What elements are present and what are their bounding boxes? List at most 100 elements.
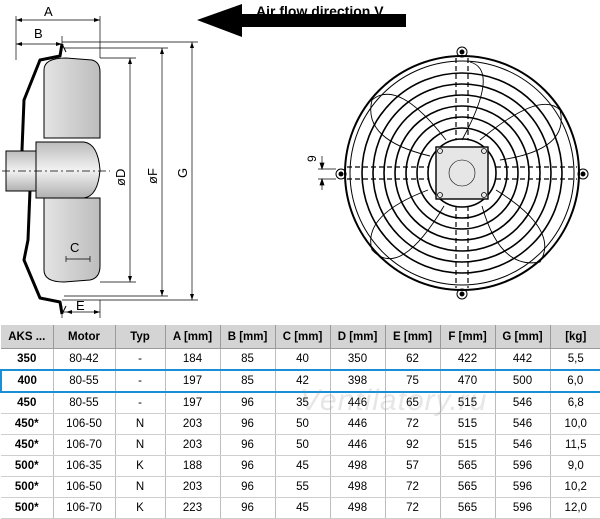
fan-front-view: [335, 46, 589, 300]
table-cell: 80-55: [53, 369, 116, 393]
table-cell: 223: [165, 497, 221, 519]
column-header: Typ: [115, 325, 166, 349]
table-cell: 5,5: [550, 348, 600, 371]
table-cell: 12,0: [550, 497, 600, 519]
column-header: [kg]: [550, 325, 600, 349]
table-cell: 57: [385, 455, 441, 477]
column-header: C [mm]: [275, 325, 331, 349]
model-cell: 500*: [1, 476, 54, 498]
table-cell: 11,5: [550, 434, 600, 456]
column-header: G [mm]: [495, 325, 551, 349]
table-cell: 596: [495, 497, 551, 519]
model-cell: 400: [0, 369, 54, 393]
table-cell: 45: [275, 497, 331, 519]
table-cell: 106-70: [53, 497, 116, 519]
table-cell: 446: [330, 413, 386, 435]
table-cell: 92: [385, 434, 441, 456]
table-cell: 422: [440, 348, 496, 371]
table-cell: 203: [165, 476, 221, 498]
column-header: Motor: [53, 325, 116, 349]
table-cell: 72: [385, 476, 441, 498]
fan-side-view: [2, 43, 110, 315]
table-cell: 96: [220, 392, 276, 414]
dim-g-label: G: [175, 168, 190, 178]
table-cell: 203: [165, 434, 221, 456]
table-cell: N: [115, 434, 166, 456]
dim-f-label: øF: [145, 168, 160, 184]
table-cell: 515: [440, 413, 496, 435]
model-cell: 500*: [1, 497, 54, 519]
table-cell: 40: [275, 348, 331, 371]
table-cell: 197: [165, 392, 221, 414]
table-cell: 96: [220, 476, 276, 498]
table-cell: 398: [330, 369, 386, 393]
guard-rings: [361, 72, 563, 274]
table-cell: 446: [330, 392, 386, 414]
table-cell: 96: [220, 434, 276, 456]
table-cell: 546: [495, 413, 551, 435]
column-header: F [mm]: [440, 325, 496, 349]
table-cell: 80-55: [53, 392, 116, 414]
column-header: E [mm]: [385, 325, 441, 349]
model-cell: 500*: [1, 455, 54, 477]
guard-spokes: [347, 58, 577, 288]
table-cell: 80-42: [53, 348, 116, 371]
dim-9-label: 9: [305, 155, 319, 162]
table-cell: -: [115, 369, 166, 393]
table-cell: 470: [440, 369, 496, 393]
table-cell: 10,0: [550, 413, 600, 435]
hole-dimension: [318, 156, 336, 190]
table-cell: 55: [275, 476, 331, 498]
table-cell: 188: [165, 455, 221, 477]
model-cell: 450*: [1, 413, 54, 435]
table-cell: K: [115, 455, 166, 477]
table-cell: 6,0: [550, 369, 600, 393]
table-cell: 203: [165, 413, 221, 435]
table-cell: 350: [330, 348, 386, 371]
table-cell: 85: [220, 369, 276, 393]
air-flow-arrow: [197, 4, 406, 37]
table-cell: N: [115, 476, 166, 498]
table-cell: 500: [495, 369, 551, 393]
fan-technical-drawing: Air flow direction V: [2, 3, 589, 318]
table-cell: 62: [385, 348, 441, 371]
table-cell: 106-70: [53, 434, 116, 456]
dimension-arrowheads: [16, 18, 194, 314]
table-cell: 596: [495, 455, 551, 477]
table-cell: N: [115, 413, 166, 435]
table-cell: 498: [330, 455, 386, 477]
air-flow-label: Air flow direction V: [256, 3, 384, 19]
blade-outlines: [370, 61, 562, 264]
table-cell: 197: [165, 369, 221, 393]
table-cell: 184: [165, 348, 221, 371]
column-header: AKS ...: [1, 325, 54, 349]
table-cell: 50: [275, 434, 331, 456]
table-cell: K: [115, 497, 166, 519]
table-cell: 96: [220, 455, 276, 477]
table-cell: 498: [330, 497, 386, 519]
dim-a-label: A: [44, 4, 53, 19]
table-cell: 45: [275, 455, 331, 477]
column-header: B [mm]: [220, 325, 276, 349]
table-cell: 596: [495, 476, 551, 498]
dim-b-label: B: [34, 26, 43, 41]
table-cell: 9,0: [550, 455, 600, 477]
table-cell: 72: [385, 413, 441, 435]
table-cell: 446: [330, 434, 386, 456]
table-cell: 75: [385, 369, 441, 393]
table-cell: 65: [385, 392, 441, 414]
table-cell: 50: [275, 413, 331, 435]
table-cell: -: [115, 348, 166, 371]
model-cell: 450: [1, 392, 54, 414]
table-cell: 42: [275, 369, 331, 393]
table-cell: 35: [275, 392, 331, 414]
column-header: D [mm]: [330, 325, 386, 349]
table-cell: 515: [440, 392, 496, 414]
